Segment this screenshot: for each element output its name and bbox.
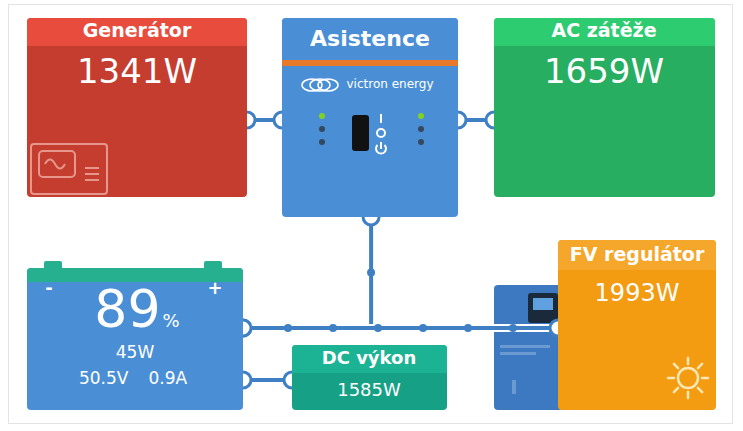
sun-icon <box>558 240 716 410</box>
gen-icon <box>27 18 247 197</box>
mppt-display <box>533 298 553 310</box>
value-text: % <box>163 311 180 332</box>
ac-load-box: AC zátěže 1659W <box>494 18 715 197</box>
text-row: AC zátěže <box>551 20 656 42</box>
connector-dot <box>329 324 337 332</box>
connector <box>235 320 566 336</box>
mppt-stripe <box>500 345 550 348</box>
connector-dot <box>419 324 427 332</box>
text-row: 1341W <box>77 52 197 91</box>
text-row: FV regulátor <box>570 244 705 266</box>
value-text: 1993W <box>595 280 680 308</box>
connector <box>235 372 300 388</box>
connector-dot <box>367 269 375 277</box>
value-text: 45W <box>116 343 154 363</box>
box-heading: Asistence <box>310 26 430 51</box>
value-text: 1341W <box>77 52 197 91</box>
connector <box>235 209 379 336</box>
text-row: 89% <box>94 280 179 340</box>
text-row: 1993W <box>595 280 680 308</box>
connector-halo <box>243 324 558 332</box>
value-text: 89 <box>94 280 160 340</box>
value-text: 1585W <box>337 380 401 401</box>
text-row: DC výkon <box>322 348 417 369</box>
value-text: 50.5V <box>79 369 128 389</box>
inverter-box: Asistence victron energy <box>282 18 458 217</box>
box-heading: - <box>45 278 52 299</box>
mppt-mark <box>512 380 516 394</box>
value-text: 1659W <box>544 52 664 91</box>
text-row: 1585W <box>337 380 401 401</box>
connector-dot <box>374 324 382 332</box>
box-heading: FV regulátor <box>570 244 705 266</box>
connector-dot <box>284 324 292 332</box>
battery-box: - +89% 45W 50.5V 0.9A <box>27 268 243 410</box>
connector-halo <box>243 217 371 328</box>
solar-charger-box: FV regulátor 1993W <box>558 240 716 410</box>
value-text: 0.9A <box>148 369 187 389</box>
mppt-stripe <box>500 352 536 355</box>
text-row: Generátor <box>83 20 192 42</box>
box-heading: + <box>207 278 222 299</box>
generator-box: Generátor 1341W <box>27 18 247 197</box>
dc-power-box: DC výkon 1585W <box>292 345 447 410</box>
text-row: victron energy <box>347 78 434 92</box>
text-row: + <box>207 278 222 299</box>
mppt-screen <box>528 293 558 323</box>
connector-line <box>243 217 371 328</box>
value-text: victron energy <box>347 78 434 92</box>
box-heading: Generátor <box>83 20 192 42</box>
box-heading: AC zátěže <box>551 20 656 42</box>
text-row: Asistence <box>310 26 430 51</box>
connector-dot <box>464 324 472 332</box>
connector-dot <box>509 324 517 332</box>
box-heading: DC výkon <box>322 348 417 369</box>
mppt-device <box>494 285 564 410</box>
text-row: - <box>45 278 52 299</box>
text-row: 1659W <box>544 52 664 91</box>
text-row: 50.5V 0.9A <box>79 369 187 389</box>
text-row: 45W <box>116 343 154 363</box>
